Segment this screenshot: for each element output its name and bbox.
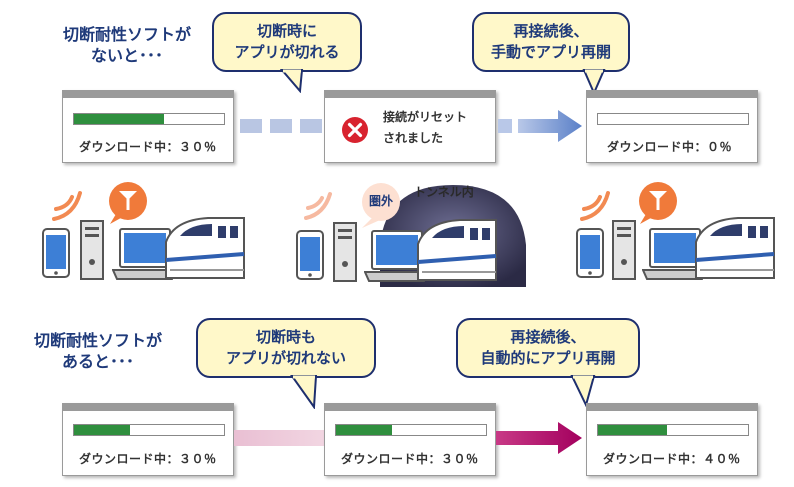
download-status-label: ダウンロード中：３０％ [341, 450, 479, 467]
signal-waves-icon [302, 188, 342, 222]
bottom-callout-reconnect: 再接続後、 自動的にアプリ再開 [456, 318, 640, 378]
bottom-heading: 切断耐性ソフトが あると･･･ [18, 330, 178, 372]
error-message-line1: 接続がリセット [383, 107, 467, 128]
antenna-icon [636, 180, 680, 224]
top-callout-disconnect-line1: 切断時に [214, 21, 360, 42]
antenna-icon [106, 180, 150, 224]
download-status-label: ダウンロード中：４０％ [603, 450, 741, 467]
top-callout-reconnect: 再接続後、 手動でアプリ再開 [472, 12, 630, 72]
desktop-pc-icon [612, 220, 636, 280]
download-status-label: ダウンロード中：０％ [607, 138, 732, 155]
top-callout-disconnect: 切断時に アプリが切れる [212, 12, 362, 72]
signal-waves-icon [576, 185, 622, 225]
top-dashed-connection [240, 117, 324, 137]
top-heading: 切断耐性ソフトが ないと･･･ [52, 24, 202, 66]
top-download-window-1: ダウンロード中：３０％ [62, 90, 234, 163]
bottom-resume-arrow [496, 420, 586, 456]
bullet-train-icon [160, 214, 250, 282]
window-titlebar [325, 91, 495, 98]
progress-bar [597, 113, 749, 125]
top-callout-disconnect-line2: アプリが切れる [214, 42, 360, 63]
progress-fill [74, 114, 164, 124]
progress-bar [73, 113, 225, 125]
smartphone-icon [576, 228, 604, 278]
window-titlebar [63, 404, 233, 411]
error-message: 接続がリセット されました [383, 107, 467, 149]
progress-fill [598, 425, 667, 435]
top-error-window: 接続がリセット されました [324, 90, 496, 163]
signal-waves-icon [48, 185, 94, 225]
bottom-callout-reconnect-line2: 自動的にアプリ再開 [458, 348, 638, 369]
progress-fill [74, 425, 130, 435]
error-icon [341, 116, 369, 144]
out-of-service-label: 圏外 [360, 192, 402, 209]
top-heading-line1: 切断耐性ソフトが [52, 24, 202, 45]
top-reconnect-arrow [496, 108, 586, 144]
window-titlebar [587, 91, 757, 98]
bullet-train-icon [412, 216, 502, 284]
bullet-train-icon [690, 214, 780, 282]
top-callout-disconnect-tail [280, 69, 310, 93]
bottom-callout-disconnect: 切断時も アプリが切れない [196, 318, 376, 378]
smartphone-icon [296, 230, 324, 280]
top-callout-reconnect-line1: 再接続後、 [474, 21, 628, 42]
desktop-pc-icon [333, 222, 357, 282]
window-titlebar [63, 91, 233, 98]
bottom-download-window-2: ダウンロード中：３０％ [324, 403, 496, 476]
progress-fill [336, 425, 392, 435]
bottom-callout-disconnect-line1: 切断時も [198, 327, 374, 348]
error-message-line2: されました [383, 128, 467, 149]
bottom-download-window-3: ダウンロード中：４０％ [586, 403, 758, 476]
top-heading-line2: ないと･･･ [52, 45, 202, 66]
bottom-callout-disconnect-line2: アプリが切れない [198, 348, 374, 369]
tunnel-label: トンネル内 [414, 183, 474, 200]
bottom-heading-line2: あると･･･ [18, 351, 178, 372]
top-callout-reconnect-line2: 手動でアプリ再開 [474, 42, 628, 63]
window-titlebar [587, 404, 757, 411]
bottom-callout-reconnect-line1: 再接続後、 [458, 327, 638, 348]
window-titlebar [325, 404, 495, 411]
download-status-label: ダウンロード中：３０％ [79, 450, 217, 467]
bottom-heading-line1: 切断耐性ソフトが [18, 330, 178, 351]
desktop-pc-icon [80, 220, 104, 280]
progress-bar [597, 424, 749, 436]
bottom-callout-disconnect-tail [290, 375, 324, 409]
download-status-label: ダウンロード中：３０％ [79, 138, 217, 155]
top-download-window-3: ダウンロード中：０％ [586, 90, 758, 163]
progress-bar [335, 424, 487, 436]
out-of-service-badge: 圏外 [360, 182, 402, 224]
smartphone-icon [42, 228, 70, 278]
bottom-download-window-1: ダウンロード中：３０％ [62, 403, 234, 476]
progress-bar [73, 424, 225, 436]
bottom-continuous-connection [234, 427, 326, 449]
